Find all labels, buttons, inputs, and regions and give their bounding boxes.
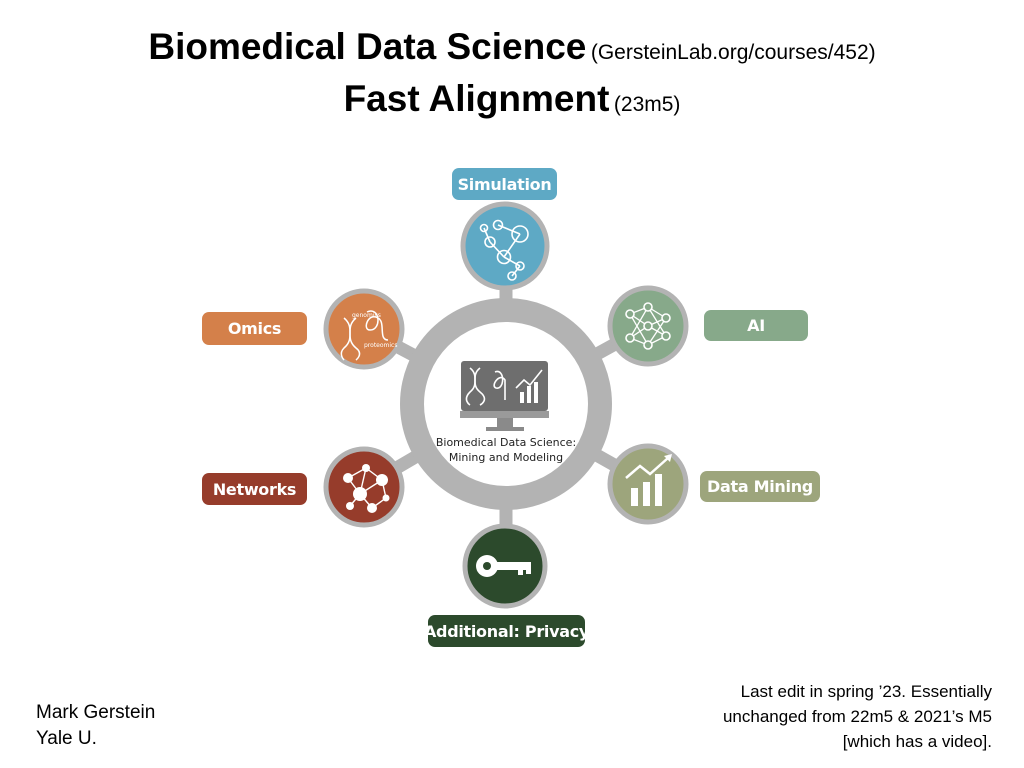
ai-label: AI: [704, 310, 808, 341]
data-mining-node: [607, 443, 689, 525]
hub-caption-line1: Biomedical Data Science:: [435, 436, 577, 449]
title-line-2: Fast Alignment (23m5): [0, 78, 1024, 120]
hub-caption: Biomedical Data Science: Mining and Mode…: [426, 435, 586, 465]
omics-node: genomics proteomics: [323, 288, 405, 370]
edit-note-line3: [which has a video].: [842, 732, 992, 751]
simulation-label: Simulation: [452, 168, 557, 200]
ai-node: [607, 285, 689, 367]
omics-label: Omics: [202, 312, 307, 345]
molecule-network-icon: [479, 219, 529, 281]
author-block: Mark Gerstein Yale U.: [36, 700, 155, 752]
lecture-title: Fast Alignment: [343, 78, 610, 119]
edit-note-line1: Last edit in spring ’23. Essentially: [740, 682, 992, 701]
author-name: Mark Gerstein: [36, 702, 156, 723]
course-url: (GersteinLab.org/courses/452): [590, 41, 876, 64]
hub-caption-line2: Mining and Modeling: [448, 451, 564, 464]
bar-chart-trend-icon: [625, 454, 672, 506]
course-title: Biomedical Data Science: [148, 26, 587, 67]
proteomics-text: proteomics: [364, 342, 397, 349]
computer-icon: [460, 361, 549, 431]
genomics-text: genomics: [352, 312, 381, 319]
author-affiliation: Yale U.: [36, 728, 97, 749]
privacy-label: Additional: Privacy: [424, 615, 589, 647]
title-line-1: Biomedical Data Science (GersteinLab.org…: [0, 26, 1024, 68]
edit-note-line2: unchanged from 22m5 & 2021’s M5: [722, 707, 992, 726]
lecture-version: (23m5): [613, 93, 681, 116]
networks-label: Networks: [202, 473, 307, 505]
privacy-node: [462, 523, 548, 609]
data-mining-label: Data Mining: [700, 471, 820, 502]
edit-note: Last edit in spring ’23. Essentially unc…: [723, 679, 992, 754]
networks-node: [323, 446, 405, 528]
dna-icon: [340, 310, 389, 361]
simulation-node: [460, 201, 550, 291]
